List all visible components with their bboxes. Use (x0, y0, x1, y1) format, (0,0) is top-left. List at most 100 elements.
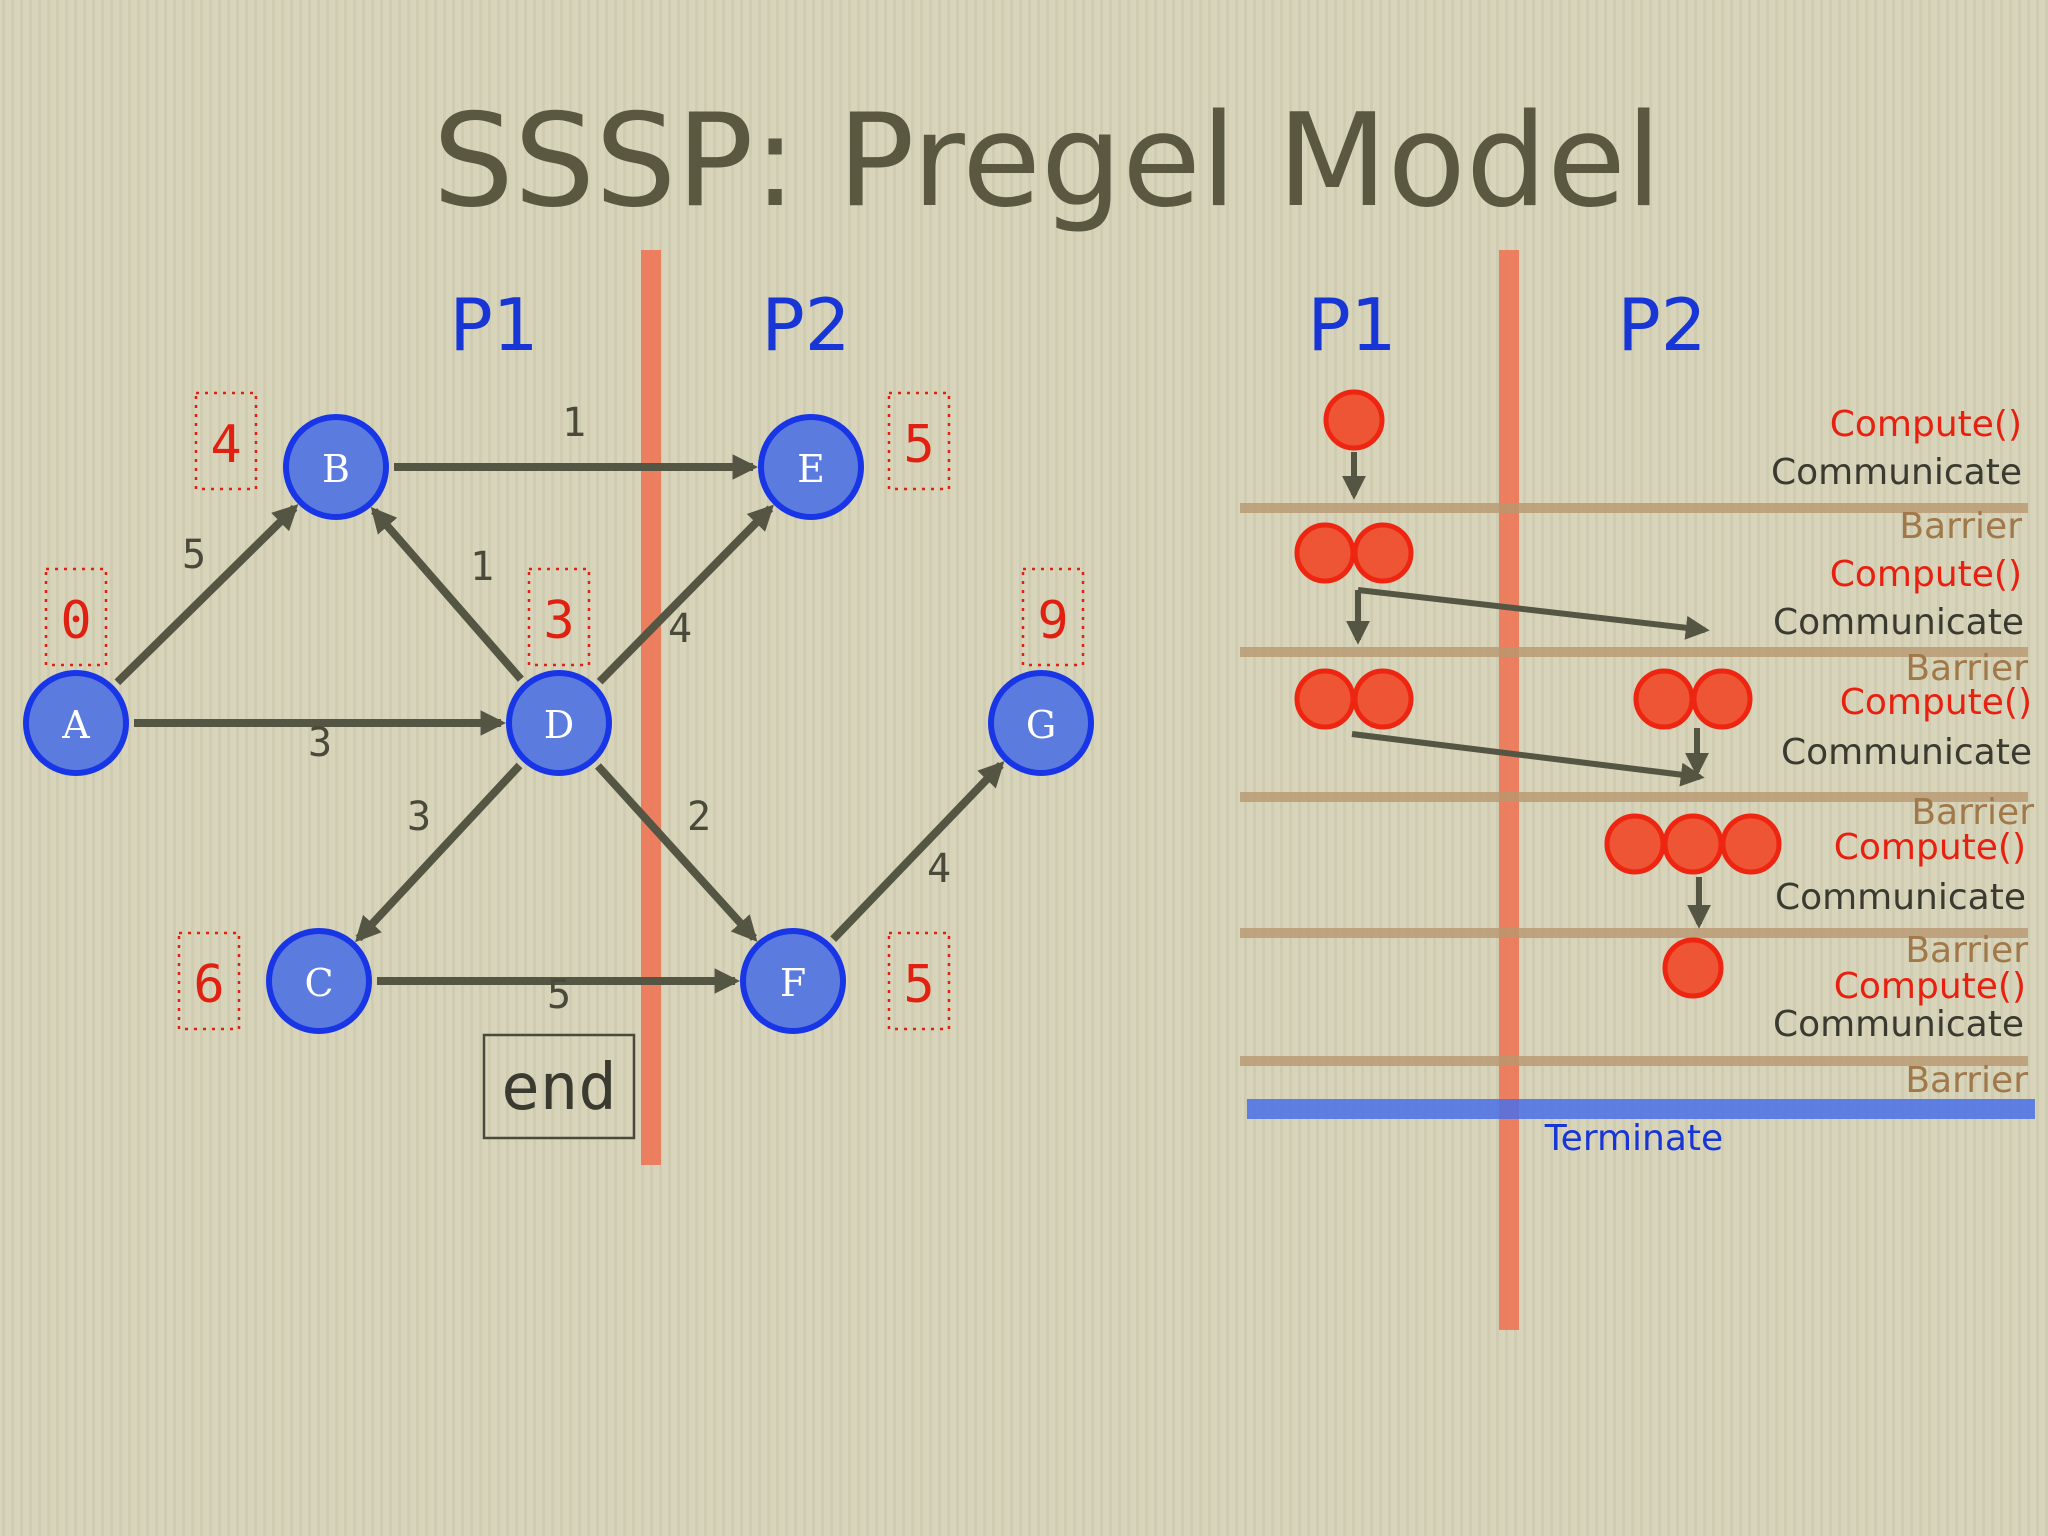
edge-weight-d-b: 1 (470, 544, 494, 590)
vertex-p1-step2-1 (1294, 522, 1356, 584)
vertex-p2-step3-2 (1691, 668, 1753, 730)
node-e: E (758, 414, 864, 520)
graph-nodes: A B C D E F G (23, 414, 1094, 1034)
edge-weight-f-g: 4 (927, 846, 951, 892)
superstep-timeline: P1 P2 Compute() Compute() Compute() Compute… (1240, 250, 2035, 1330)
node-label-g: G (1026, 703, 1056, 747)
node-label-c: C (304, 961, 333, 1005)
graph-edges (114, 454, 1005, 994)
node-label-b: B (322, 447, 350, 491)
edge-weight-d-f: 2 (687, 794, 711, 840)
distance-b: 4 (194, 391, 258, 491)
distance-value-g: 9 (1037, 591, 1068, 651)
edge-weight-d-e: 4 (668, 606, 692, 652)
node-circle-f (740, 928, 846, 1034)
partition-label-p2: P2 (761, 283, 850, 367)
edge-weight-a-d: 3 (308, 720, 332, 766)
distance-value-f: 5 (903, 955, 934, 1015)
edge-a-b (114, 504, 299, 686)
barrier-label-3: Barrier (1911, 792, 2034, 833)
distance-value-b: 4 (210, 415, 241, 475)
distance-box-c (177, 931, 241, 1031)
communicate-label-2: Communicate (1773, 602, 2024, 643)
timeline-label-p1: P1 (1307, 283, 1396, 367)
node-d: D (506, 670, 612, 776)
distance-value-c: 6 (193, 955, 224, 1015)
phase-labels: Compute()Compute()Compute()Compute()Comp… (1544, 404, 2034, 1159)
message-arrows (1342, 452, 1711, 929)
distance-box-d (527, 567, 591, 667)
distance-value-e: 5 (903, 415, 934, 475)
node-label-f: F (780, 961, 806, 1005)
vertex-p1-step2-2 (1352, 522, 1414, 584)
active-vertices (1294, 389, 1782, 999)
node-circle-e (758, 414, 864, 520)
distance-g: 9 (1021, 567, 1085, 667)
edge-f-g (830, 761, 1005, 942)
communicate-label-4: Communicate (1775, 877, 2026, 918)
node-circle-g (988, 670, 1094, 776)
timeline-label-p2: P2 (1617, 283, 1706, 367)
distance-box-g (1021, 567, 1085, 667)
vertex-p2-step4-1 (1604, 813, 1666, 875)
graph-diagram: P1 P2 5 3 1 1 4 3 2 5 4 0 4 6 3 5 5 9 A B C D E F G end (23, 250, 1094, 1165)
end-marker-label: end (501, 1051, 617, 1125)
vertex-p1-step3-1 (1294, 668, 1356, 730)
distance-box-a (44, 567, 108, 667)
compute-label-3: Compute() (1840, 682, 2032, 723)
terminate-label: Terminate (1544, 1118, 1723, 1159)
vertex-p1-step1-1 (1323, 389, 1385, 451)
vertex-p2-step3-1 (1633, 668, 1695, 730)
node-a: A (23, 670, 129, 776)
terminate-line (1247, 1099, 2035, 1119)
vertex-p1-step3-2 (1352, 668, 1414, 730)
node-g: G (988, 670, 1094, 776)
edge-weights: 5 3 1 1 4 3 2 5 4 (182, 400, 951, 1018)
distance-box-f (887, 931, 951, 1031)
edge-weight-b-e: 1 (562, 400, 586, 446)
barrier-label-5: Barrier (1905, 1060, 2028, 1101)
vertex-p2-step4-2 (1662, 813, 1724, 875)
compute-label-4: Compute() (1834, 827, 2026, 868)
node-label-a: A (61, 703, 90, 747)
edge-d-c (355, 762, 523, 943)
distance-box-b (194, 391, 258, 491)
edge-d-f (595, 763, 758, 942)
distance-e: 5 (887, 391, 951, 491)
node-f: F (740, 928, 846, 1034)
edge-weight-a-b: 5 (182, 532, 206, 578)
node-circle-a (23, 670, 129, 776)
edge-weight-d-c: 3 (407, 794, 431, 840)
node-label-e: E (797, 447, 825, 491)
vertex-p2-step5-1 (1662, 937, 1724, 999)
node-c: C (266, 928, 372, 1034)
distance-box-e (887, 391, 951, 491)
edge-weight-c-f: 5 (547, 972, 571, 1018)
partition-separator-left (641, 250, 661, 1165)
node-circle-c (266, 928, 372, 1034)
slide-title: SSSP: Pregel Model (433, 87, 1662, 236)
message-arrow-step3-cross (1351, 731, 1705, 787)
partition-separator-right (1499, 250, 1519, 1330)
node-b: B (283, 414, 389, 520)
distance-a: 0 (44, 567, 108, 667)
barrier-lines (1240, 503, 2035, 1119)
distance-f: 5 (887, 931, 951, 1031)
message-arrow-step2-cross (1357, 587, 1710, 640)
end-marker-box (482, 1033, 636, 1140)
distance-value-d: 3 (543, 591, 574, 651)
distance-value-a: 0 (60, 591, 91, 651)
distance-labels: 0 4 6 3 5 5 9 (44, 391, 1085, 1031)
compute-label-2: Compute() (1830, 554, 2022, 595)
communicate-label-3: Communicate (1781, 732, 2032, 773)
partition-label-p1: P1 (449, 283, 538, 367)
barrier-label-4: Barrier (1905, 930, 2028, 971)
compute-label-5: Compute() (1834, 966, 2026, 1007)
vertex-p2-step4-3 (1720, 813, 1782, 875)
barrier-label-1: Barrier (1899, 506, 2022, 547)
communicate-label-5: Communicate (1773, 1004, 2024, 1045)
node-circle-b (283, 414, 389, 520)
communicate-label-1: Communicate (1771, 452, 2022, 493)
node-label-d: D (544, 703, 574, 747)
